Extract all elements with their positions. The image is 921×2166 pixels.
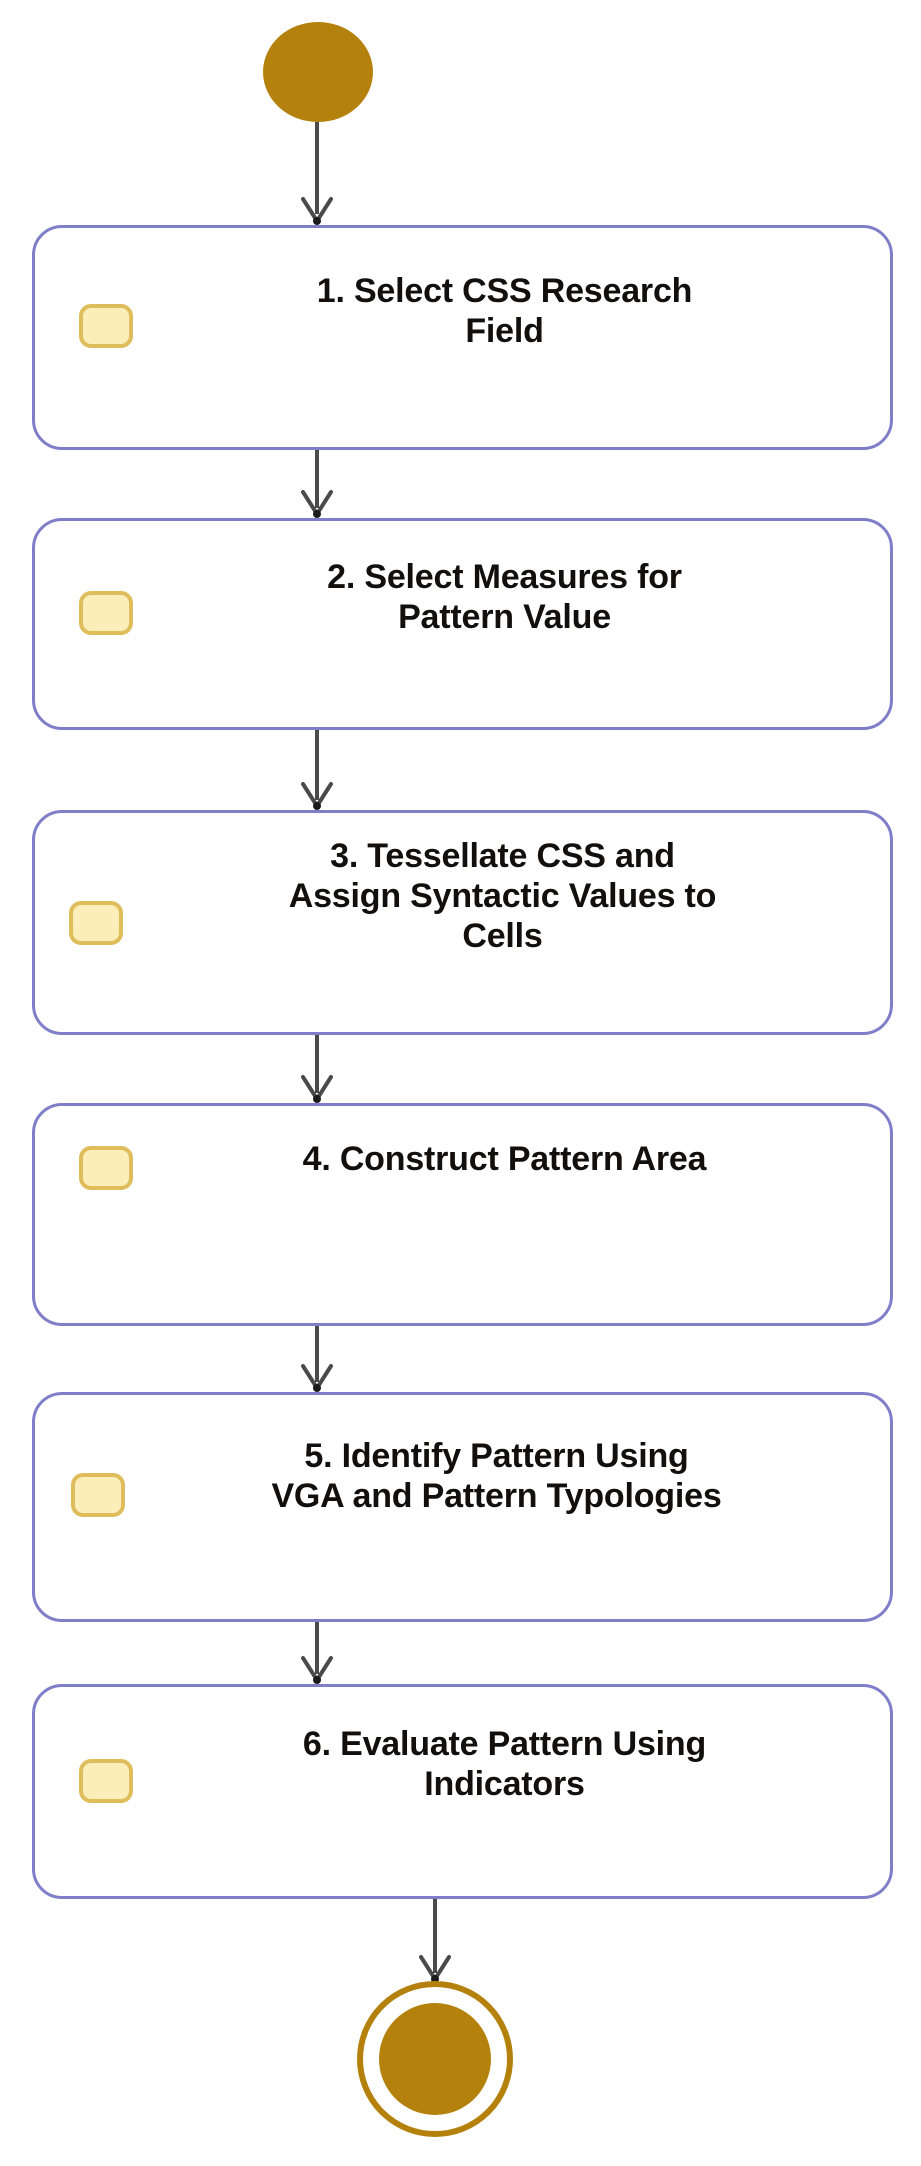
- task-square-icon: [79, 1146, 133, 1190]
- task-square-icon: [69, 901, 123, 945]
- task-square-icon: [79, 591, 133, 635]
- arrow-step6-to-end: [415, 1899, 455, 1983]
- step-4-node[interactable]: 4. Construct Pattern Area: [32, 1103, 893, 1326]
- step-2-node[interactable]: 2. Select Measures for Pattern Value: [32, 518, 893, 730]
- arrow-step5-to-step6: [297, 1622, 337, 1684]
- step-5-label: 5. Identify Pattern Using VGA and Patter…: [271, 1437, 722, 1515]
- step-2-label: 2. Select Measures for Pattern Value: [327, 558, 682, 636]
- step-6-label: 6. Evaluate Pattern Using Indicators: [302, 1725, 707, 1803]
- task-square-icon: [79, 304, 133, 348]
- arrow-step1-to-step2: [297, 450, 337, 518]
- end-event-node[interactable]: [357, 1981, 513, 2137]
- task-square-icon: [71, 1473, 125, 1517]
- step-6-node[interactable]: 6. Evaluate Pattern Using Indicators: [32, 1684, 893, 1899]
- step-5-node[interactable]: 5. Identify Pattern Using VGA and Patter…: [32, 1392, 893, 1622]
- start-event-node[interactable]: [263, 22, 373, 122]
- arrow-step2-to-step3: [297, 730, 337, 810]
- step-1-label: 1. Select CSS Research Field: [316, 272, 693, 350]
- arrow-start-to-step1: [297, 122, 337, 225]
- step-3-node[interactable]: 3. Tessellate CSS and Assign Syntactic V…: [32, 810, 893, 1035]
- end-event-core: [379, 2003, 491, 2115]
- step-4-label: 4. Construct Pattern Area: [302, 1140, 707, 1178]
- arrow-step3-to-step4: [297, 1035, 337, 1103]
- step-3-label: 3. Tessellate CSS and Assign Syntactic V…: [288, 837, 717, 955]
- step-1-node[interactable]: 1. Select CSS Research Field: [32, 225, 893, 450]
- arrow-step4-to-step5: [297, 1326, 337, 1392]
- task-square-icon: [79, 1759, 133, 1803]
